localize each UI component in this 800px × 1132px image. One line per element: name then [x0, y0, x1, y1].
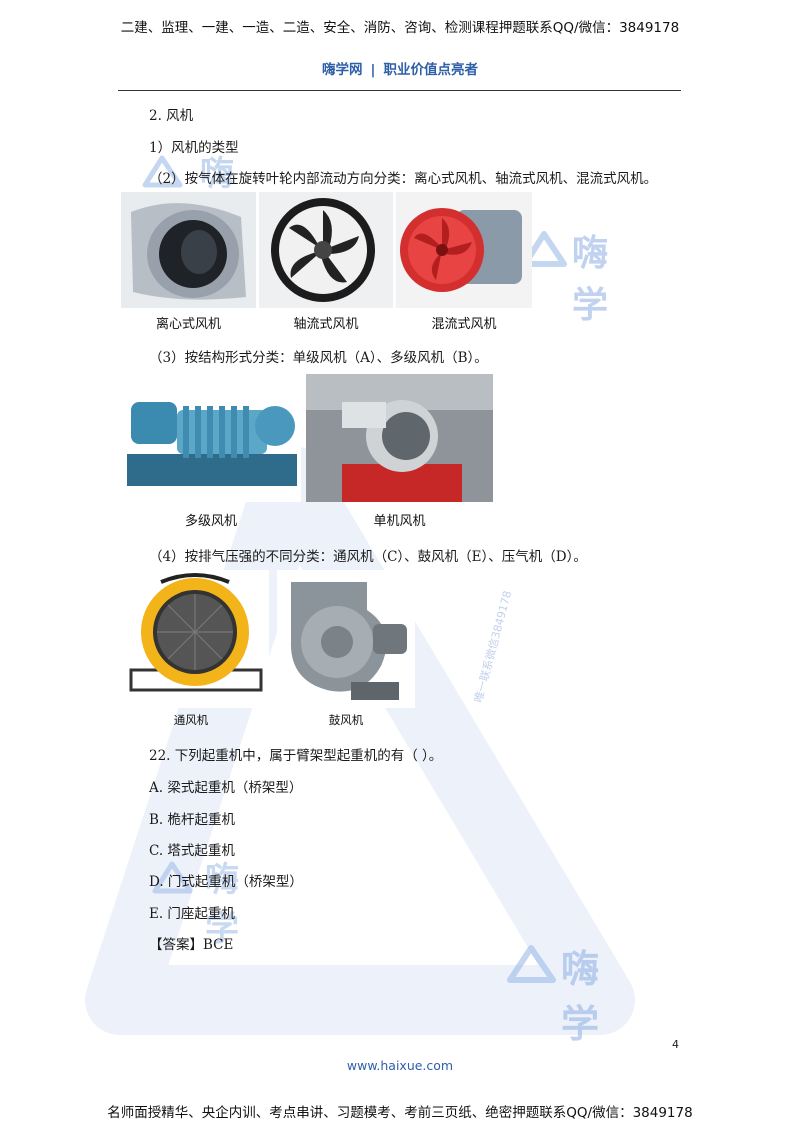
brand-slogan: 职业价值点亮者: [383, 62, 478, 78]
brand-header: 嗨学网 | 职业价值点亮者: [0, 58, 800, 78]
option-d: D. 门式起重机（桥架型）: [149, 874, 303, 890]
mixed-flow-fan-image: [396, 192, 532, 308]
brand-name: 嗨学网: [322, 62, 363, 78]
classification-by-flow: （2）按气体在旋转叶轮内部流动方向分类：离心式风机、轴流式风机、混流式风机。: [149, 171, 658, 187]
centrifugal-fan-image: [121, 192, 256, 308]
caption-blower: 鼓风机: [328, 713, 364, 727]
caption-single-stage-fan: 单机风机: [373, 514, 426, 529]
multistage-fan-image: [121, 374, 301, 502]
option-c: C. 塔式起重机: [149, 843, 235, 859]
page-number: 4: [672, 1038, 679, 1051]
section-title: 2. 风机: [149, 108, 194, 124]
caption-axial-fan: 轴流式风机: [293, 317, 359, 332]
axial-fan-image: [259, 192, 393, 308]
top-contact-banner: 二建、监理、一建、一造、二造、安全、消防、咨询、检测课程押题联系QQ/微信：38…: [120, 20, 680, 36]
caption-mixed-flow-fan: 混流式风机: [431, 317, 497, 332]
header-divider: [118, 90, 681, 91]
option-e: E. 门座起重机: [149, 906, 235, 922]
bottom-contact-banner: 名师面授精华、央企内训、考点串讲、习题模考、考前三页纸、绝密押题联系QQ/微信：…: [107, 1105, 693, 1121]
answer: 【答案】BCE: [149, 937, 234, 953]
option-a: A. 梁式起重机（桥架型）: [149, 780, 303, 796]
vertical-watermark-text: 唯一联系微信3849178: [471, 589, 515, 704]
caption-centrifugal-fan: 离心式风机: [155, 317, 221, 332]
ventilation-fan-image: [121, 570, 269, 708]
logo-watermark-4: 嗨学: [505, 940, 599, 1046]
blower-image: [277, 570, 415, 708]
caption-ventilation-fan: 通风机: [173, 713, 209, 727]
site-url-link[interactable]: www.haixue.com: [346, 1058, 454, 1073]
caption-multistage-fan: 多级风机: [184, 514, 237, 529]
classification-by-pressure: （4）按排气压强的不同分类：通风机（C）、鼓风机（E）、压气机（D）。: [149, 549, 587, 565]
option-b: B. 桅杆起重机: [149, 812, 236, 828]
single-stage-fan-image: [306, 374, 493, 502]
brand-separator: |: [370, 62, 376, 78]
classification-by-structure: （3）按结构形式分类：单级风机（A）、多级风机（B）。: [149, 350, 488, 366]
subheading-fan-types: 1）风机的类型: [149, 140, 239, 156]
question-22: 22. 下列起重机中，属于臂架型起重机的有（ ）。: [149, 748, 443, 764]
